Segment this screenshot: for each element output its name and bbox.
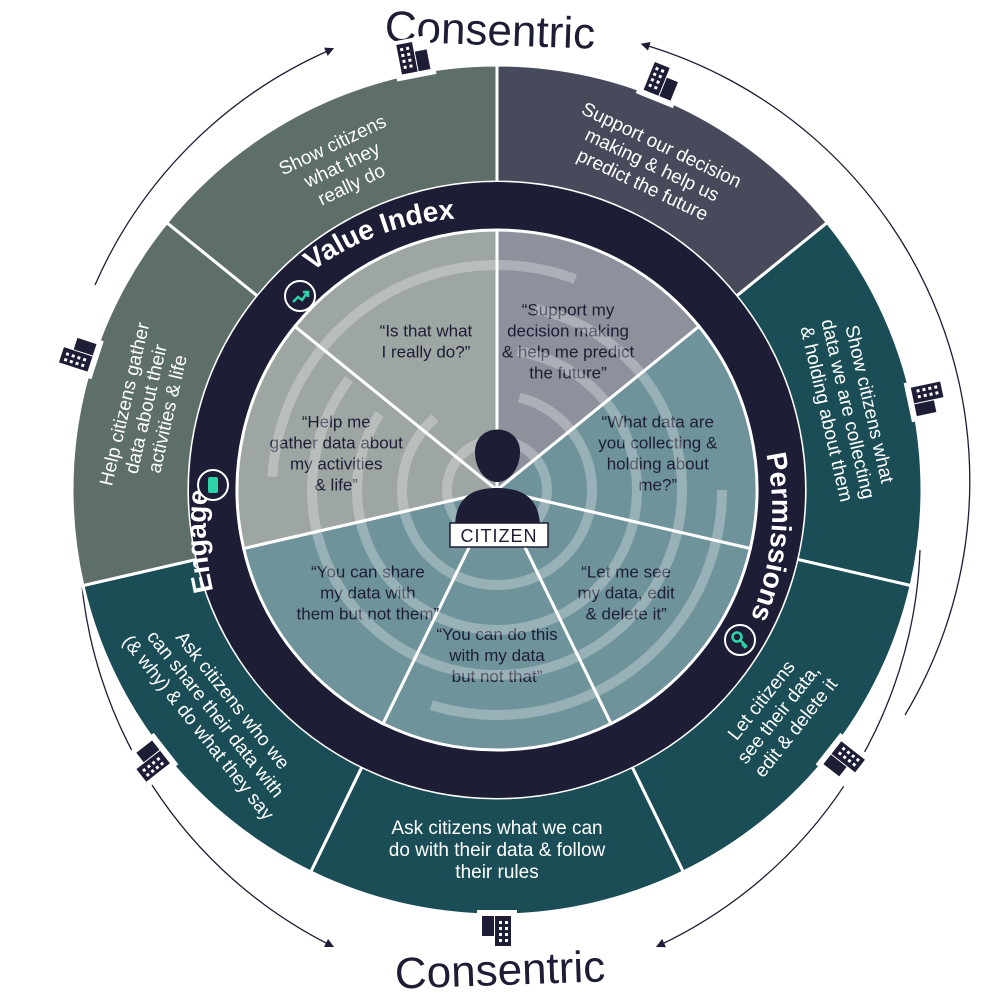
building-icon <box>477 910 517 950</box>
building-icons <box>53 34 952 950</box>
inner-text-line: with my data <box>448 646 545 665</box>
inner-text-line: “Is that what <box>380 322 473 341</box>
building-icon <box>122 732 179 789</box>
inner-text-q-let-me: “Let me see my data, edit & delete it” <box>577 563 675 624</box>
inner-text-q-help: “Help me gather data about my activities & … <box>270 412 404 494</box>
arrow-top-right <box>640 41 971 716</box>
building-icon <box>389 34 437 82</box>
inner-segment-q-help <box>235 324 501 551</box>
inner-text-line: holding about <box>607 454 709 473</box>
inner-segment-q-you-can <box>381 486 613 752</box>
inner-text-q-share: “You can share my data with them but not t… <box>297 563 440 624</box>
inner-segment-q-what-data <box>493 324 759 551</box>
inner-text-line: you collecting & <box>598 433 718 452</box>
inner-text-line: them but not them” <box>297 605 440 624</box>
inner-text-line: “Support my <box>522 301 615 320</box>
inner-text-line: & delete it” <box>585 605 667 624</box>
phone-icon <box>197 469 229 501</box>
citizen-label: CITIZEN <box>461 526 538 546</box>
inner-segment-q-support <box>495 228 702 494</box>
outer-segment-show-do <box>164 63 499 299</box>
inner-text-line: & help me predict <box>502 343 635 362</box>
inner-text-q-support: “Support my decision making & help me pred… <box>502 301 635 383</box>
building-icon <box>815 732 872 789</box>
title-bottom: Consentric <box>394 942 606 998</box>
outer-text-line: do with their data & follow <box>389 840 606 861</box>
inner-segment-q-share <box>241 487 500 726</box>
inner-text-line: “Let me see <box>581 563 671 582</box>
inner-text-line: my data with <box>320 584 415 603</box>
inner-text-line: & life” <box>314 475 358 494</box>
inner-text-line: “You can share <box>311 563 425 582</box>
inner-segment-q-really <box>292 228 499 494</box>
building-icon <box>635 56 688 109</box>
inner-text-line: the future” <box>529 364 607 383</box>
arrow-bottom-left <box>79 559 335 948</box>
outer-text-line: their rules <box>455 862 538 883</box>
building-icon <box>903 374 952 423</box>
building-icon <box>53 328 104 380</box>
inner-text-line: gather data about <box>270 433 404 452</box>
inner-segments: “Support my decision making & help me pred… <box>235 228 759 752</box>
person-icon <box>455 429 540 528</box>
arrow-top-left <box>94 47 335 286</box>
inner-text-line: “You can do this <box>436 625 557 644</box>
key-icon <box>724 624 756 656</box>
inner-text-line: “Help me <box>302 412 371 431</box>
citizen-label-box <box>449 522 549 548</box>
inner-text-q-what-data: “What data are you collecting & holding ab… <box>598 412 718 494</box>
inner-text-q-really: “Is that what I really do?” <box>380 322 473 362</box>
inner-text-line: decision making <box>507 322 629 341</box>
outer-text-line: Ask citizens what we can <box>391 818 602 839</box>
chart-up-icon <box>284 280 316 312</box>
inner-text-q-you-can: “You can do this with my data but not that… <box>436 625 557 686</box>
inner-text-line: me?” <box>638 475 677 494</box>
inner-text-line: but not that” <box>452 667 543 686</box>
inner-text-line: my data, edit <box>577 584 675 603</box>
inner-text-line: I really do?” <box>382 343 471 362</box>
inner-text-line: “What data are <box>602 412 714 431</box>
inner-segment-q-let-me <box>494 487 753 726</box>
inner-text-line: my activities <box>290 454 383 473</box>
